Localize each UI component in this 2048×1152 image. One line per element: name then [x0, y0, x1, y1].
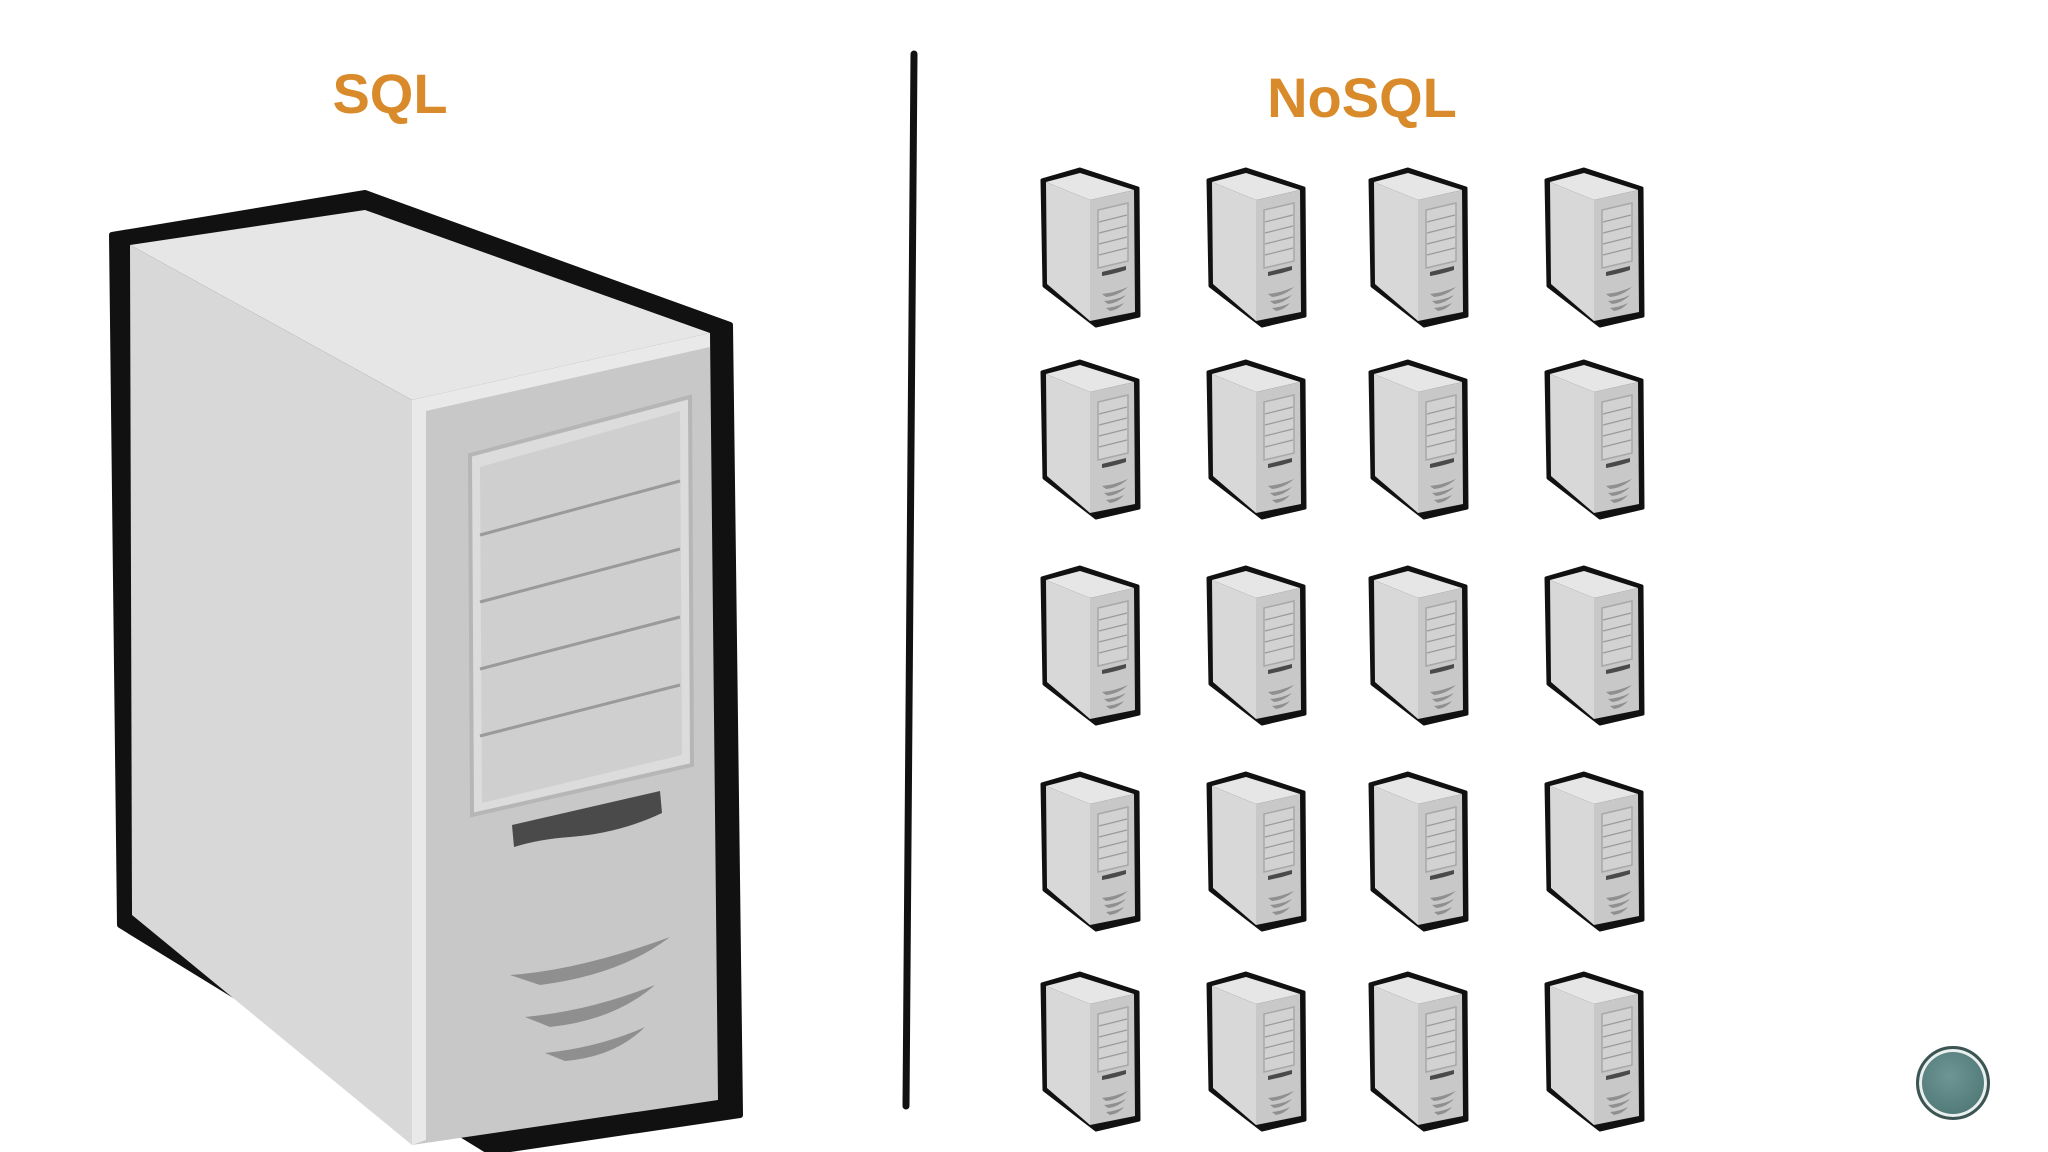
- nosql-server-icon: [1542, 970, 1646, 1132]
- nosql-server-icon: [1542, 166, 1646, 328]
- slide-nav-button[interactable]: [1916, 1046, 1990, 1120]
- nosql-server-icon: [1542, 770, 1646, 932]
- nosql-server-icon: [1038, 770, 1142, 932]
- nosql-server-icon: [1204, 970, 1308, 1132]
- nosql-server-icon: [1038, 166, 1142, 328]
- nosql-server-icon: [1038, 564, 1142, 726]
- sql-server-icon: [100, 185, 750, 1152]
- sql-heading: SQL: [332, 66, 447, 122]
- nosql-server-icon: [1366, 358, 1470, 520]
- nosql-server-icon: [1366, 770, 1470, 932]
- nosql-server-icon: [1366, 166, 1470, 328]
- nosql-server-icon: [1204, 358, 1308, 520]
- nosql-server-icon: [1204, 770, 1308, 932]
- divider-line: [900, 50, 920, 1110]
- nosql-server-icon: [1366, 970, 1470, 1132]
- nosql-server-icon: [1542, 564, 1646, 726]
- nosql-server-icon: [1542, 358, 1646, 520]
- nosql-server-icon: [1038, 358, 1142, 520]
- nosql-server-icon: [1038, 970, 1142, 1132]
- nosql-server-icon: [1204, 564, 1308, 726]
- nosql-server-icon: [1204, 166, 1308, 328]
- nosql-server-icon: [1366, 564, 1470, 726]
- nosql-heading: NoSQL: [1267, 70, 1457, 126]
